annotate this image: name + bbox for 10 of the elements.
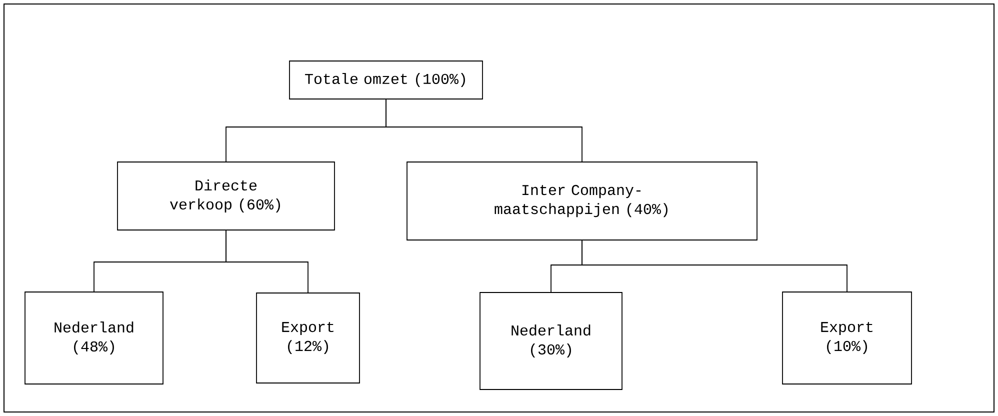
org-box: Directe verkoop (60%)	[117, 162, 335, 230]
connector-line	[226, 230, 308, 293]
org-box: Export (12%)	[256, 292, 360, 384]
connector-line	[582, 240, 848, 292]
org-box: Export (10%)	[782, 292, 912, 384]
org-box: Nederland (30%)	[480, 292, 622, 390]
org-box: Totale omzet (100%)	[289, 60, 483, 100]
connector-line	[386, 99, 582, 162]
org-box: Nederland (48%)	[24, 292, 164, 384]
org-box: Inter Company-maatschappijen (40%)	[406, 162, 758, 240]
